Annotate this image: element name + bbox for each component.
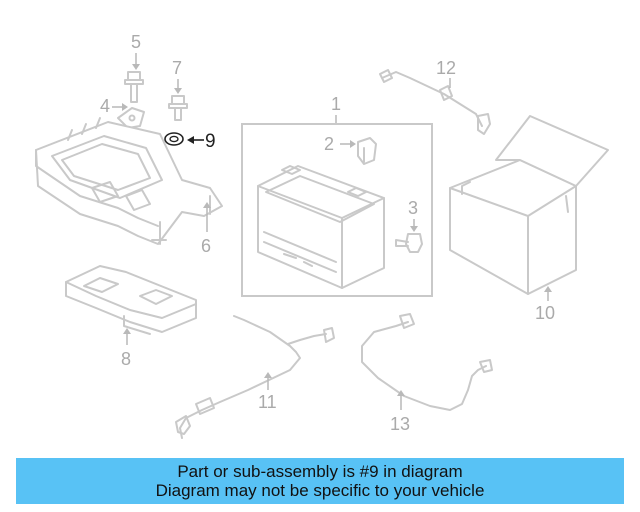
part-2-terminal-cover xyxy=(357,137,377,165)
part-6-battery-tray xyxy=(35,117,223,245)
banner-line-2: Diagram may not be specific to your vehi… xyxy=(155,481,485,500)
callout-1: 1 xyxy=(331,94,341,114)
part-10-insulator xyxy=(449,115,609,295)
leader-6-arrow xyxy=(203,202,211,208)
part-11-cable xyxy=(175,315,335,439)
leader-4-arrow xyxy=(122,103,128,111)
battery xyxy=(257,165,385,289)
callout-2: 2 xyxy=(324,134,334,154)
parts-diagram: 5 4 7 9 6 xyxy=(35,32,609,439)
callout-6: 6 xyxy=(201,236,211,256)
leader-2-arrow xyxy=(350,140,356,148)
battery-assembly-frame xyxy=(241,123,433,297)
leader-10-arrow xyxy=(544,286,552,292)
leader-11-arrow xyxy=(264,372,272,378)
callout-11: 11 xyxy=(258,392,277,412)
callout-9: 9 xyxy=(205,131,216,152)
part-3-bolt xyxy=(395,233,423,253)
callout-4: 4 xyxy=(100,96,110,116)
part-9-washer xyxy=(164,132,184,146)
leader-13-arrow xyxy=(397,390,405,396)
leader-3-arrow xyxy=(410,226,418,232)
part-12-cable xyxy=(379,69,491,135)
part-5-bolt xyxy=(124,71,144,103)
callout-12: 12 xyxy=(436,58,456,78)
info-banner: Part or sub-assembly is #9 in diagram Di… xyxy=(16,458,624,504)
part-13-cable xyxy=(361,313,493,411)
callout-8: 8 xyxy=(121,349,131,369)
banner-line-1: Part or sub-assembly is #9 in diagram xyxy=(177,462,463,481)
leader-8-arrow xyxy=(123,328,131,334)
callout-5: 5 xyxy=(131,32,141,52)
callout-10: 10 xyxy=(535,303,555,323)
leader-9-arrow xyxy=(187,136,194,144)
leader-7-arrow xyxy=(174,88,182,94)
callout-13: 13 xyxy=(390,414,410,434)
part-7-bolt xyxy=(168,95,188,121)
callout-3: 3 xyxy=(408,198,418,218)
leader-5-arrow xyxy=(132,64,140,70)
part-8-battery-clamp xyxy=(65,265,197,335)
callout-7: 7 xyxy=(172,58,182,78)
